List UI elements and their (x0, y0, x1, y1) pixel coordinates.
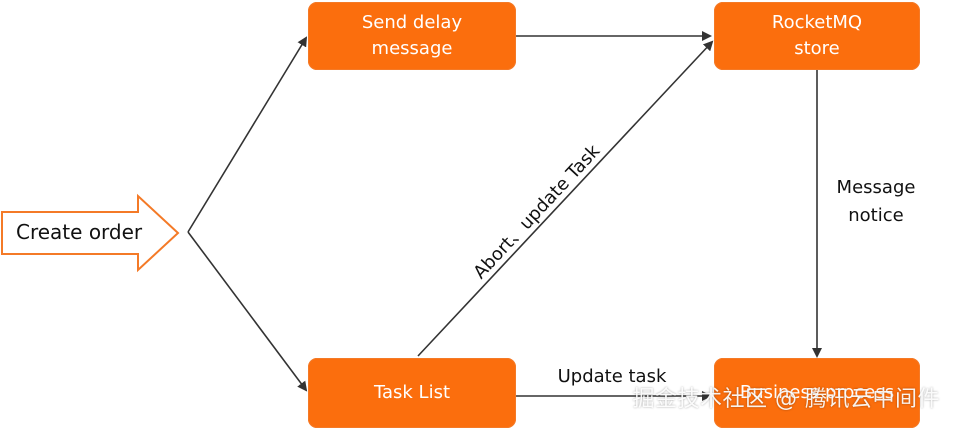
create-order-label: Create order (16, 220, 143, 244)
watermark-text: 掘金技术社区 @ 腾讯云中间件 (632, 387, 940, 412)
task-list-label: Task List (373, 382, 451, 403)
arrow-create-to-task-list (187, 231, 308, 392)
rocketmq-store-node: RocketMQ store (714, 2, 920, 70)
create-order-arrow-shape (1, 193, 180, 273)
business-process-label: Business process (739, 382, 895, 403)
arrow-task-list-to-rocketmq (417, 40, 714, 357)
update-task-label: Update task (557, 366, 667, 387)
business-process-node: Business process (714, 358, 920, 428)
send-delay-message-label: Send delay message (361, 12, 463, 59)
message-notice-label: Message notice (836, 177, 916, 226)
arrow-create-to-send-delay (187, 36, 308, 233)
rocketmq-store-label: RocketMQ store (771, 12, 863, 59)
send-delay-message-node: Send delay message (308, 2, 516, 70)
task-list-node: Task List (308, 358, 516, 428)
